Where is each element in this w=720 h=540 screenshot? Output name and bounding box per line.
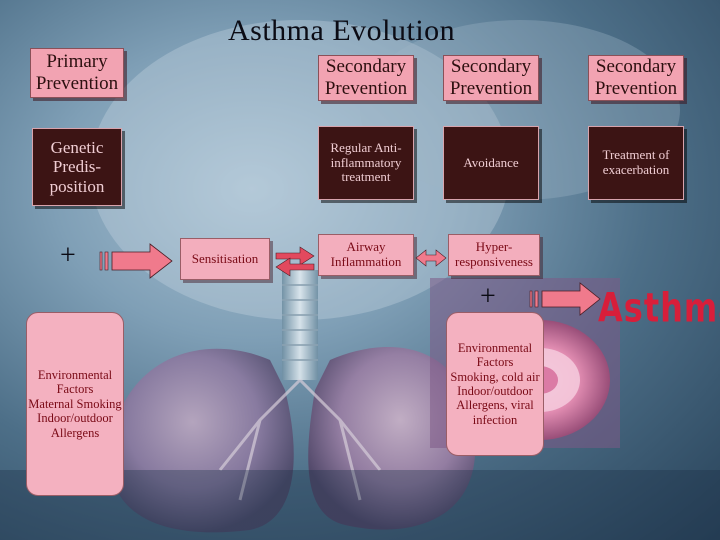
plus-sign-left: + [60, 240, 76, 271]
secondary-prevention-header-3: Secondary Prevention [588, 55, 684, 101]
env-right-line-5: Allergens, viral [456, 398, 534, 413]
environmental-factors-right: Environmental Factors Smoking, cold air … [446, 312, 544, 456]
sensitisation-box: Sensitisation [180, 238, 270, 280]
env-left-line-2: Factors [56, 382, 94, 397]
avoidance-box: Avoidance [443, 126, 539, 200]
env-left-line-3: Maternal Smoking [28, 396, 122, 411]
env-right-line-3: Smoking, cold air [450, 369, 540, 384]
primary-prevention-header: Primary Prevention [30, 48, 124, 98]
environmental-factors-left: Environmental Factors Maternal Smoking I… [26, 312, 124, 496]
asthma-outcome-label: Asthma [598, 284, 720, 332]
env-right-line-2: Factors [476, 355, 514, 370]
env-left-line-4: Indoor/outdoor [37, 411, 113, 426]
env-left-line-5: Allergens [50, 425, 100, 440]
env-right-line-1: Environmental [457, 340, 533, 355]
env-right-line-4: Indoor/outdoor [457, 384, 533, 398]
genetic-predisposition-box: Genetic Predis-position [32, 128, 122, 206]
env-right-line-6: infection [472, 412, 518, 427]
plus-sign-right: + [480, 281, 496, 312]
hyper-responsiveness-box: Hyper-responsiveness [448, 234, 540, 276]
regular-treatment-box: Regular Anti-inflammatory treatment [318, 126, 414, 200]
exacerbation-treatment-box: Treatment of exacerbation [588, 126, 684, 200]
page-title: Asthma Evolution [228, 14, 456, 47]
secondary-prevention-header-2: Secondary Prevention [443, 55, 539, 101]
env-left-line-1: Environmental [37, 368, 113, 383]
secondary-prevention-header-1: Secondary Prevention [318, 55, 414, 101]
airway-inflammation-box: Airway Inflammation [318, 234, 414, 276]
